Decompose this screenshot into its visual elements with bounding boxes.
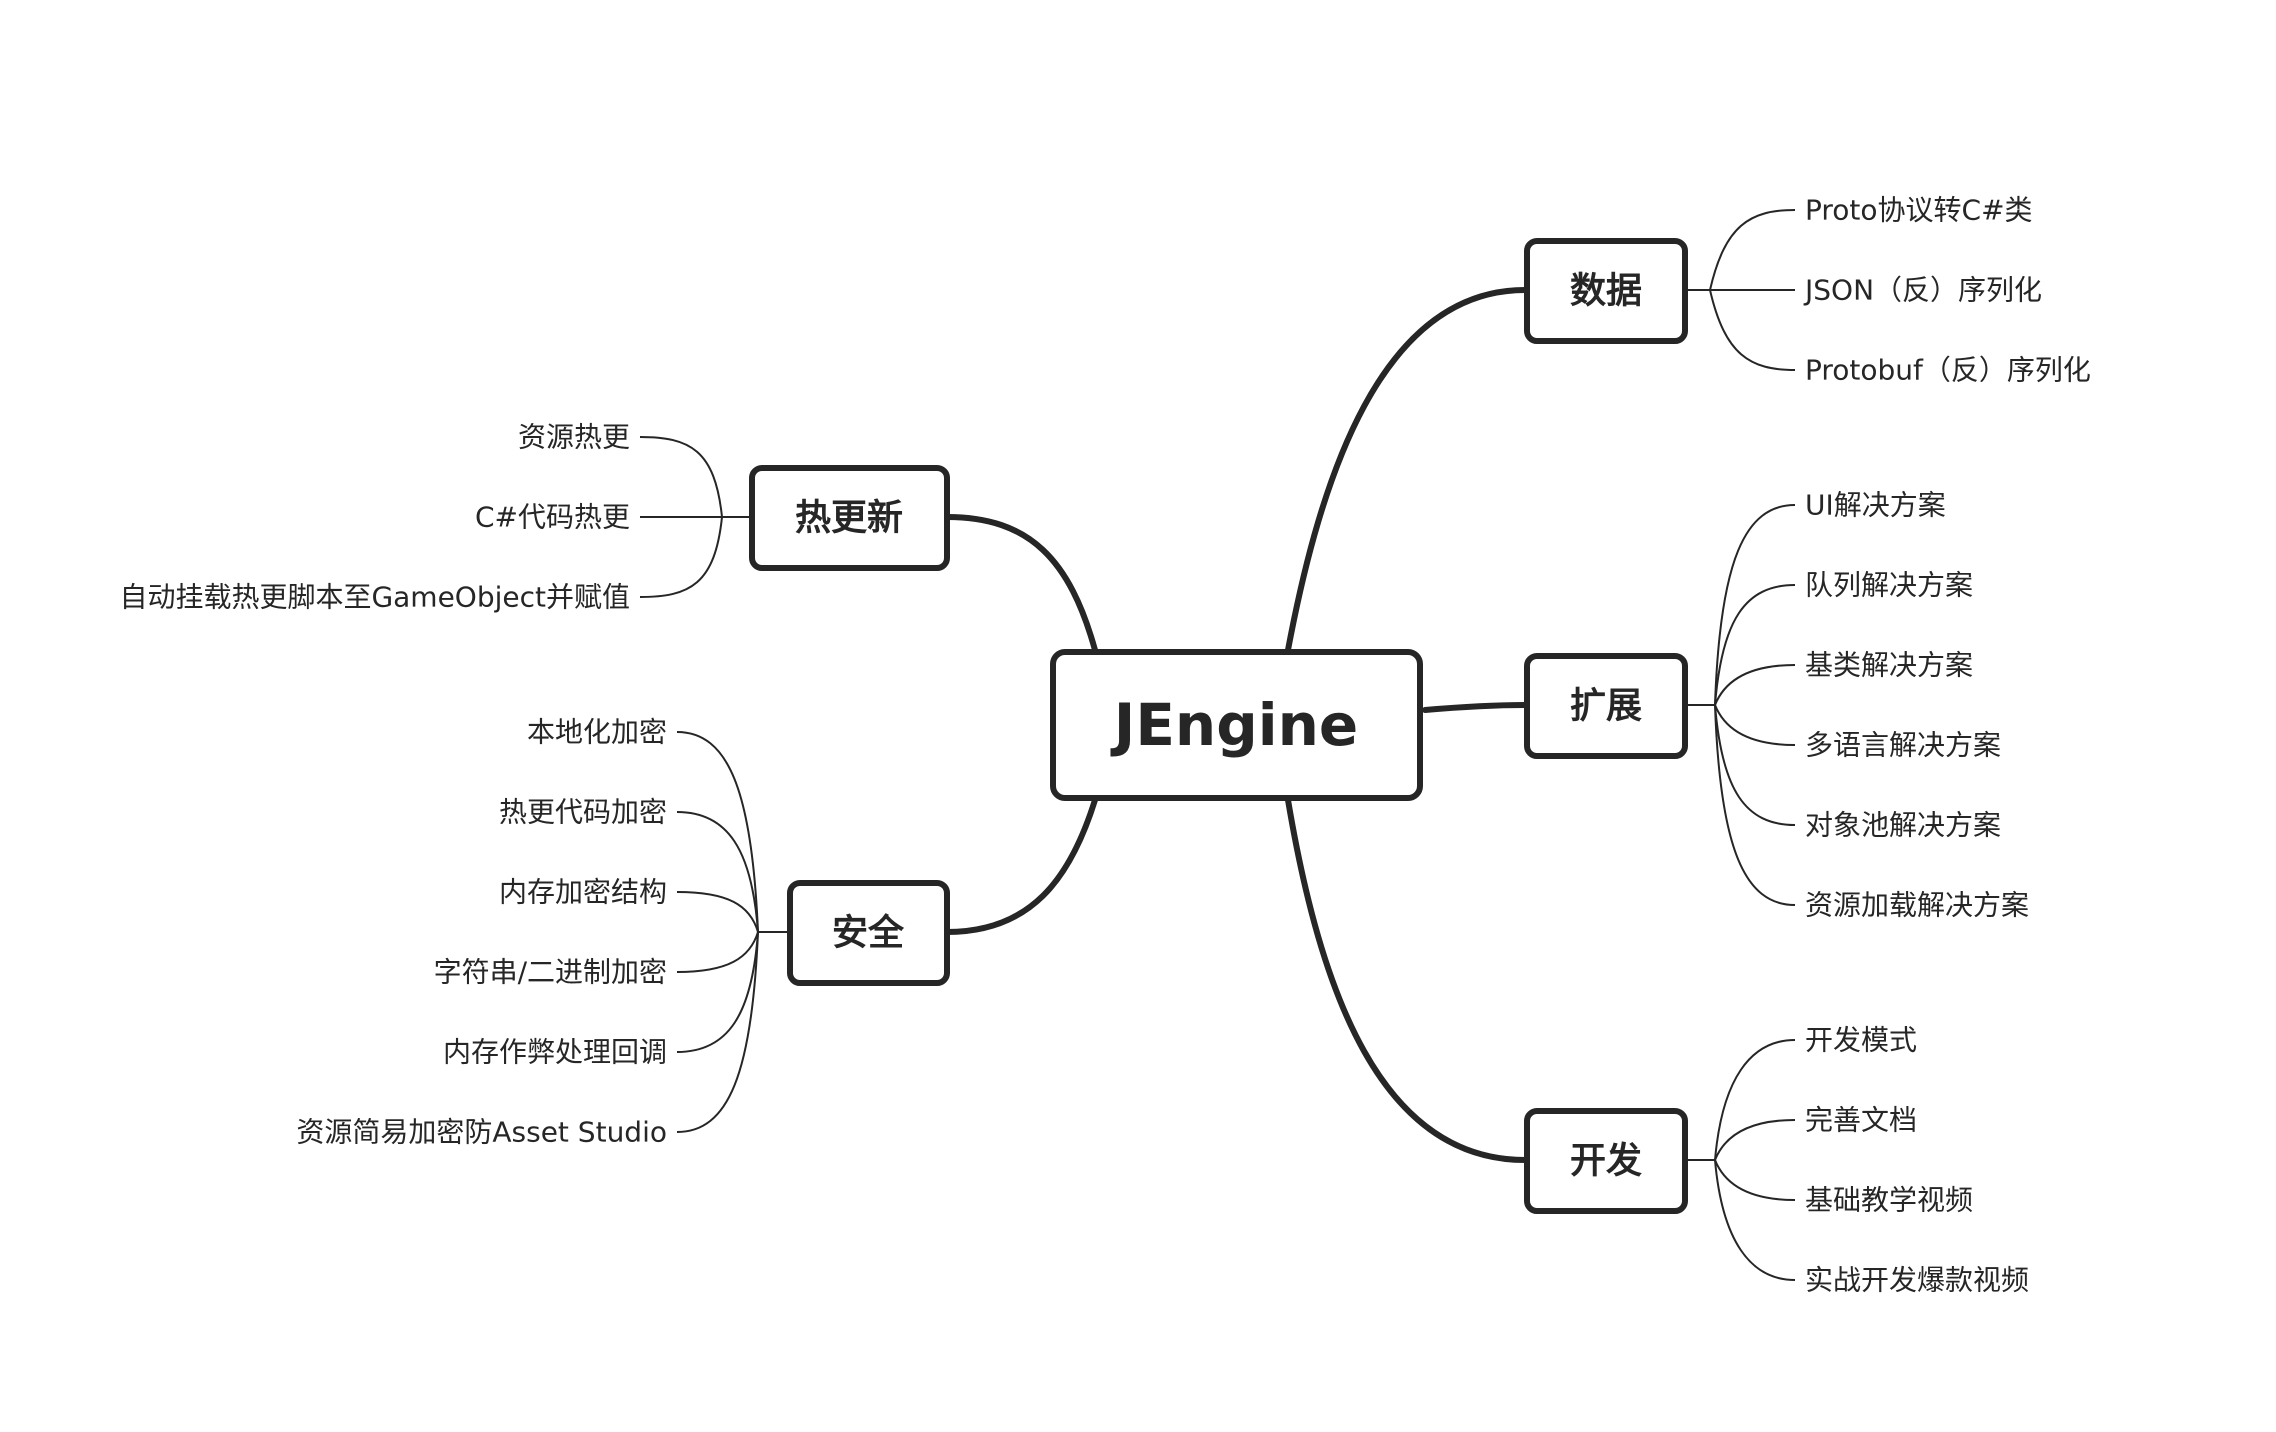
leaf-item[interactable]: 内存加密结构 bbox=[499, 876, 667, 909]
leaf-item[interactable]: 字符串/二进制加密 bbox=[434, 956, 667, 989]
branch-label-hotupdate: 热更新 bbox=[795, 498, 903, 539]
leaf-group-dev: 开发模式 完善文档 基础教学视频 实战开发爆款视频 bbox=[1805, 1024, 2029, 1297]
leaf-connector bbox=[1714, 584, 1796, 706]
connector-root-hotupdate bbox=[944, 514, 1098, 653]
leaf-connectors-extend bbox=[1685, 504, 1796, 906]
main-connectors bbox=[944, 287, 1528, 1163]
leaf-group-security: 本地化加密 热更代码加密 内存加密结构 字符串/二进制加密 内存作弊处理回调 资… bbox=[296, 716, 667, 1149]
leaf-item[interactable]: 资源简易加密防Asset Studio bbox=[296, 1116, 667, 1149]
branch-node-data[interactable]: 数据 bbox=[1524, 238, 1688, 344]
leaf-item[interactable]: 本地化加密 bbox=[527, 716, 667, 749]
root-node[interactable]: JEngine bbox=[1050, 649, 1423, 801]
leaf-connectors-data bbox=[1685, 209, 1796, 371]
branch-node-dev[interactable]: 开发 bbox=[1524, 1108, 1688, 1214]
leaf-item[interactable]: Protobuf（反）序列化 bbox=[1805, 354, 2091, 387]
leaf-connector bbox=[639, 516, 723, 598]
leaf-item[interactable]: 队列解决方案 bbox=[1805, 569, 1973, 602]
leaf-item[interactable]: 完善文档 bbox=[1805, 1104, 1917, 1137]
leaf-connector bbox=[1709, 289, 1796, 371]
leaf-connectors-dev bbox=[1685, 1039, 1796, 1281]
connector-root-dev bbox=[1285, 797, 1528, 1163]
leaf-item[interactable]: UI解决方案 bbox=[1805, 489, 1946, 522]
leaf-item[interactable]: 开发模式 bbox=[1805, 1024, 1917, 1057]
leaf-item[interactable]: 资源热更 bbox=[518, 421, 630, 454]
branch-node-extend[interactable]: 扩展 bbox=[1524, 653, 1688, 759]
leaf-connector bbox=[1714, 504, 1796, 706]
leaf-item[interactable]: 热更代码加密 bbox=[499, 796, 667, 829]
leaf-connector bbox=[1714, 1159, 1796, 1281]
leaf-item[interactable]: 对象池解决方案 bbox=[1805, 809, 2001, 842]
leaf-connector bbox=[676, 731, 759, 933]
branch-label-security: 安全 bbox=[832, 912, 905, 954]
leaf-connector bbox=[1714, 704, 1796, 826]
leaf-item[interactable]: 内存作弊处理回调 bbox=[443, 1036, 667, 1069]
leaf-connector bbox=[1714, 1119, 1796, 1161]
leaf-item[interactable]: JSON（反）序列化 bbox=[1803, 274, 2042, 307]
leaf-connector bbox=[676, 931, 759, 1053]
leaf-connector bbox=[676, 811, 759, 933]
leaf-item[interactable]: 资源加载解决方案 bbox=[1805, 889, 2029, 922]
leaf-item[interactable]: Proto协议转C#类 bbox=[1805, 194, 2033, 227]
branch-node-security[interactable]: 安全 bbox=[787, 880, 950, 986]
leaf-item[interactable]: 自动挂载热更脚本至GameObject并赋值 bbox=[119, 581, 630, 614]
leaf-connector bbox=[1714, 1039, 1796, 1161]
connector-root-security bbox=[944, 797, 1098, 935]
branch-node-hotupdate[interactable]: 热更新 bbox=[749, 465, 950, 571]
branch-label-extend: 扩展 bbox=[1570, 686, 1642, 727]
leaf-item[interactable]: 实战开发爆款视频 bbox=[1805, 1264, 2029, 1297]
leaf-group-extend: UI解决方案 队列解决方案 基类解决方案 多语言解决方案 对象池解决方案 资源加… bbox=[1805, 489, 2029, 922]
connector-root-data bbox=[1285, 287, 1528, 653]
leaf-connector bbox=[676, 931, 759, 1133]
leaf-connector bbox=[1714, 704, 1796, 906]
leaf-item[interactable]: C#代码热更 bbox=[475, 501, 630, 534]
branch-label-data: 数据 bbox=[1570, 271, 1642, 312]
leaf-item[interactable]: 基础教学视频 bbox=[1805, 1184, 1973, 1217]
root-label: JEngine bbox=[1110, 691, 1359, 759]
leaf-item[interactable]: 基类解决方案 bbox=[1805, 649, 1973, 682]
leaf-connector bbox=[639, 436, 723, 518]
leaf-connector bbox=[1714, 1159, 1796, 1201]
leaf-connectors-hotupdate bbox=[639, 436, 752, 598]
leaf-connector bbox=[1714, 664, 1796, 706]
leaf-connectors-security bbox=[676, 731, 788, 1133]
leaf-connector bbox=[1709, 209, 1796, 291]
leaf-group-hotupdate: 资源热更 C#代码热更 自动挂载热更脚本至GameObject并赋值 bbox=[119, 421, 630, 614]
leaf-group-data: Proto协议转C#类 JSON（反）序列化 Protobuf（反）序列化 bbox=[1803, 194, 2091, 387]
leaf-connector bbox=[676, 891, 759, 933]
branch-label-dev: 开发 bbox=[1570, 1141, 1642, 1182]
leaf-connector bbox=[1714, 704, 1796, 746]
leaf-connector bbox=[676, 931, 759, 973]
connector-root-extend bbox=[1422, 702, 1528, 713]
leaf-item[interactable]: 多语言解决方案 bbox=[1805, 729, 2001, 762]
